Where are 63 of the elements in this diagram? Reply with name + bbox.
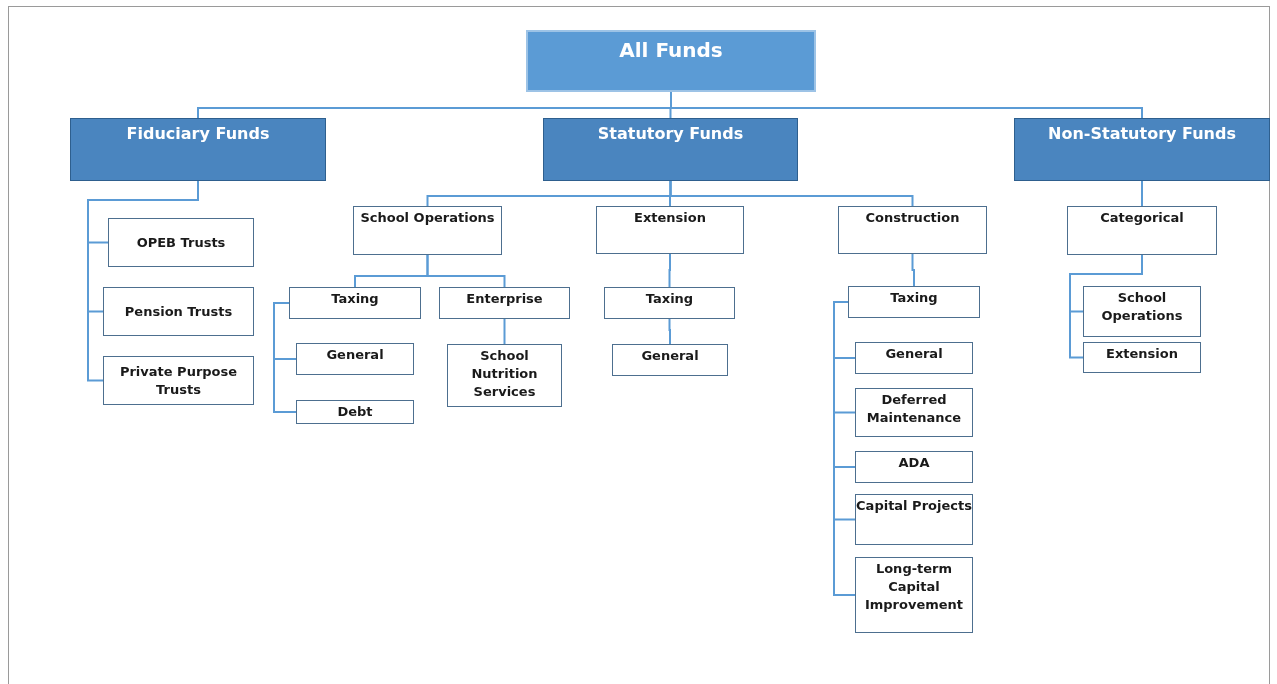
fund-box xyxy=(447,344,562,407)
node-label: OPEB Trusts xyxy=(136,233,226,252)
node-label: Extension xyxy=(1106,345,1178,363)
fund-box xyxy=(103,287,254,336)
node-label: Deferred Maintenance xyxy=(865,391,963,427)
connector-line xyxy=(833,301,856,596)
node-label: Debt xyxy=(337,403,373,421)
connector-line xyxy=(503,318,506,345)
category-box xyxy=(70,118,326,181)
node-label: Non-Statutory Funds xyxy=(1048,123,1236,144)
node-label: School Operations xyxy=(360,209,495,227)
fund-box xyxy=(855,451,973,483)
connector-line xyxy=(1069,254,1143,359)
connector-line xyxy=(1141,180,1143,207)
connector-line xyxy=(668,253,671,288)
fund-box xyxy=(612,344,728,376)
fund-box xyxy=(353,206,502,255)
fund-box xyxy=(596,206,744,254)
fund-box xyxy=(604,287,735,319)
fund-box xyxy=(1067,206,1217,255)
node-label: Enterprise xyxy=(466,290,543,308)
node-label: Statutory Funds xyxy=(597,123,744,144)
node-label: Categorical xyxy=(1100,209,1184,227)
node-label: Pension Trusts xyxy=(124,302,233,321)
node-label: Fiduciary Funds xyxy=(126,123,270,144)
node-label: General xyxy=(326,346,384,364)
fund-box xyxy=(855,494,973,545)
connector-line xyxy=(668,318,671,345)
root-box xyxy=(526,30,816,92)
node-label: General xyxy=(641,347,699,365)
node-label: Extension xyxy=(634,209,706,227)
fund-box xyxy=(296,400,414,424)
category-box xyxy=(1014,118,1270,181)
fund-box xyxy=(848,286,980,318)
node-label: Capital Projects xyxy=(856,497,972,515)
fund-box xyxy=(439,287,570,319)
node-label: Long-term Capital Improvement xyxy=(863,560,965,614)
fund-box xyxy=(838,206,987,254)
fund-box xyxy=(855,388,973,437)
fund-box xyxy=(855,557,973,633)
fund-box xyxy=(1083,342,1201,373)
node-label: Taxing xyxy=(890,289,938,307)
fund-box xyxy=(296,343,414,375)
node-label: Taxing xyxy=(331,290,379,308)
category-box xyxy=(543,118,798,181)
fund-box xyxy=(289,287,421,319)
node-label: Taxing xyxy=(645,290,694,308)
node-label: All Funds xyxy=(619,38,723,62)
fund-box xyxy=(108,218,254,267)
connector-line xyxy=(87,180,199,382)
node-label: ADA xyxy=(898,454,930,472)
connector-line xyxy=(911,253,915,287)
node-label: General xyxy=(885,345,943,363)
node-label: Private Purpose Trusts xyxy=(118,362,239,399)
fund-box xyxy=(1083,286,1201,337)
node-label: School Operations xyxy=(1100,289,1184,325)
fund-box xyxy=(855,342,973,374)
connector-line xyxy=(669,180,914,207)
node-label: Construction xyxy=(865,209,960,227)
fund-box xyxy=(103,356,254,405)
node-label: School Nutrition Services xyxy=(470,347,539,401)
connector-line xyxy=(273,302,297,413)
connector-line xyxy=(426,254,506,288)
